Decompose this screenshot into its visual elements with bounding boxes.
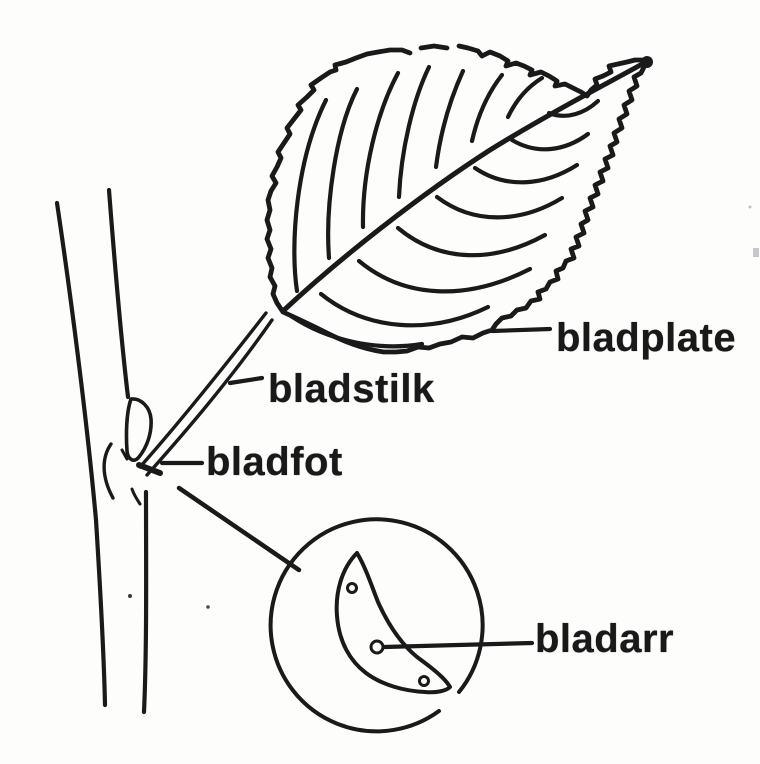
vein — [433, 68, 466, 170]
vein — [318, 291, 491, 328]
bundle-scar-dot — [418, 675, 430, 687]
label-bladarr: bladarr — [535, 617, 675, 661]
vein — [360, 70, 401, 230]
speck — [128, 594, 132, 598]
pointer-lines — [159, 326, 553, 650]
vein — [509, 131, 591, 152]
leaf-veins-upper — [292, 64, 545, 294]
twig-left-line — [54, 200, 108, 708]
speck — [206, 605, 210, 609]
leaf-midrib — [280, 60, 647, 314]
speck — [748, 205, 752, 209]
petiole — [138, 311, 274, 477]
vein — [469, 72, 505, 144]
twig-right-line-lower — [141, 489, 149, 715]
label-bladstilk: bladstilk — [268, 367, 435, 411]
pointer-bladstilk — [227, 375, 265, 386]
pointer-bladarr — [381, 640, 535, 650]
leaf-scar-arc — [102, 442, 115, 500]
vein — [326, 86, 360, 261]
bundle-scar-dot — [369, 639, 385, 655]
leaf-blade-outline — [264, 43, 648, 355]
leaf-scar-inset — [176, 485, 485, 734]
vein — [434, 194, 565, 220]
inset-circle — [268, 517, 485, 734]
label-bladplate: bladplate — [556, 316, 737, 360]
twig — [54, 187, 149, 715]
vein — [395, 225, 548, 258]
vein — [396, 64, 432, 200]
scan-specks — [128, 205, 759, 609]
scar-tick-2 — [130, 487, 142, 506]
vein — [356, 258, 533, 294]
bud — [102, 397, 163, 506]
leaf-scar-crescent — [334, 551, 452, 695]
leaf-blade — [264, 43, 653, 355]
petiole-lower-line — [145, 318, 274, 477]
vein — [288, 313, 425, 349]
scar-tick-1 — [120, 448, 129, 461]
vein — [546, 98, 601, 118]
label-bladfot: bladfot — [206, 440, 343, 484]
vein — [292, 97, 329, 294]
vein — [472, 162, 580, 185]
bundle-scar-dot — [346, 582, 358, 594]
pointer-bladplate — [489, 326, 553, 334]
magnifier-line — [176, 485, 302, 573]
leaf-veins-lower — [288, 98, 601, 349]
twig-right-line-upper — [106, 187, 131, 400]
speck — [753, 248, 759, 257]
bud-outline — [124, 397, 153, 462]
vein — [505, 75, 545, 120]
petiole-upper-line — [138, 311, 268, 469]
